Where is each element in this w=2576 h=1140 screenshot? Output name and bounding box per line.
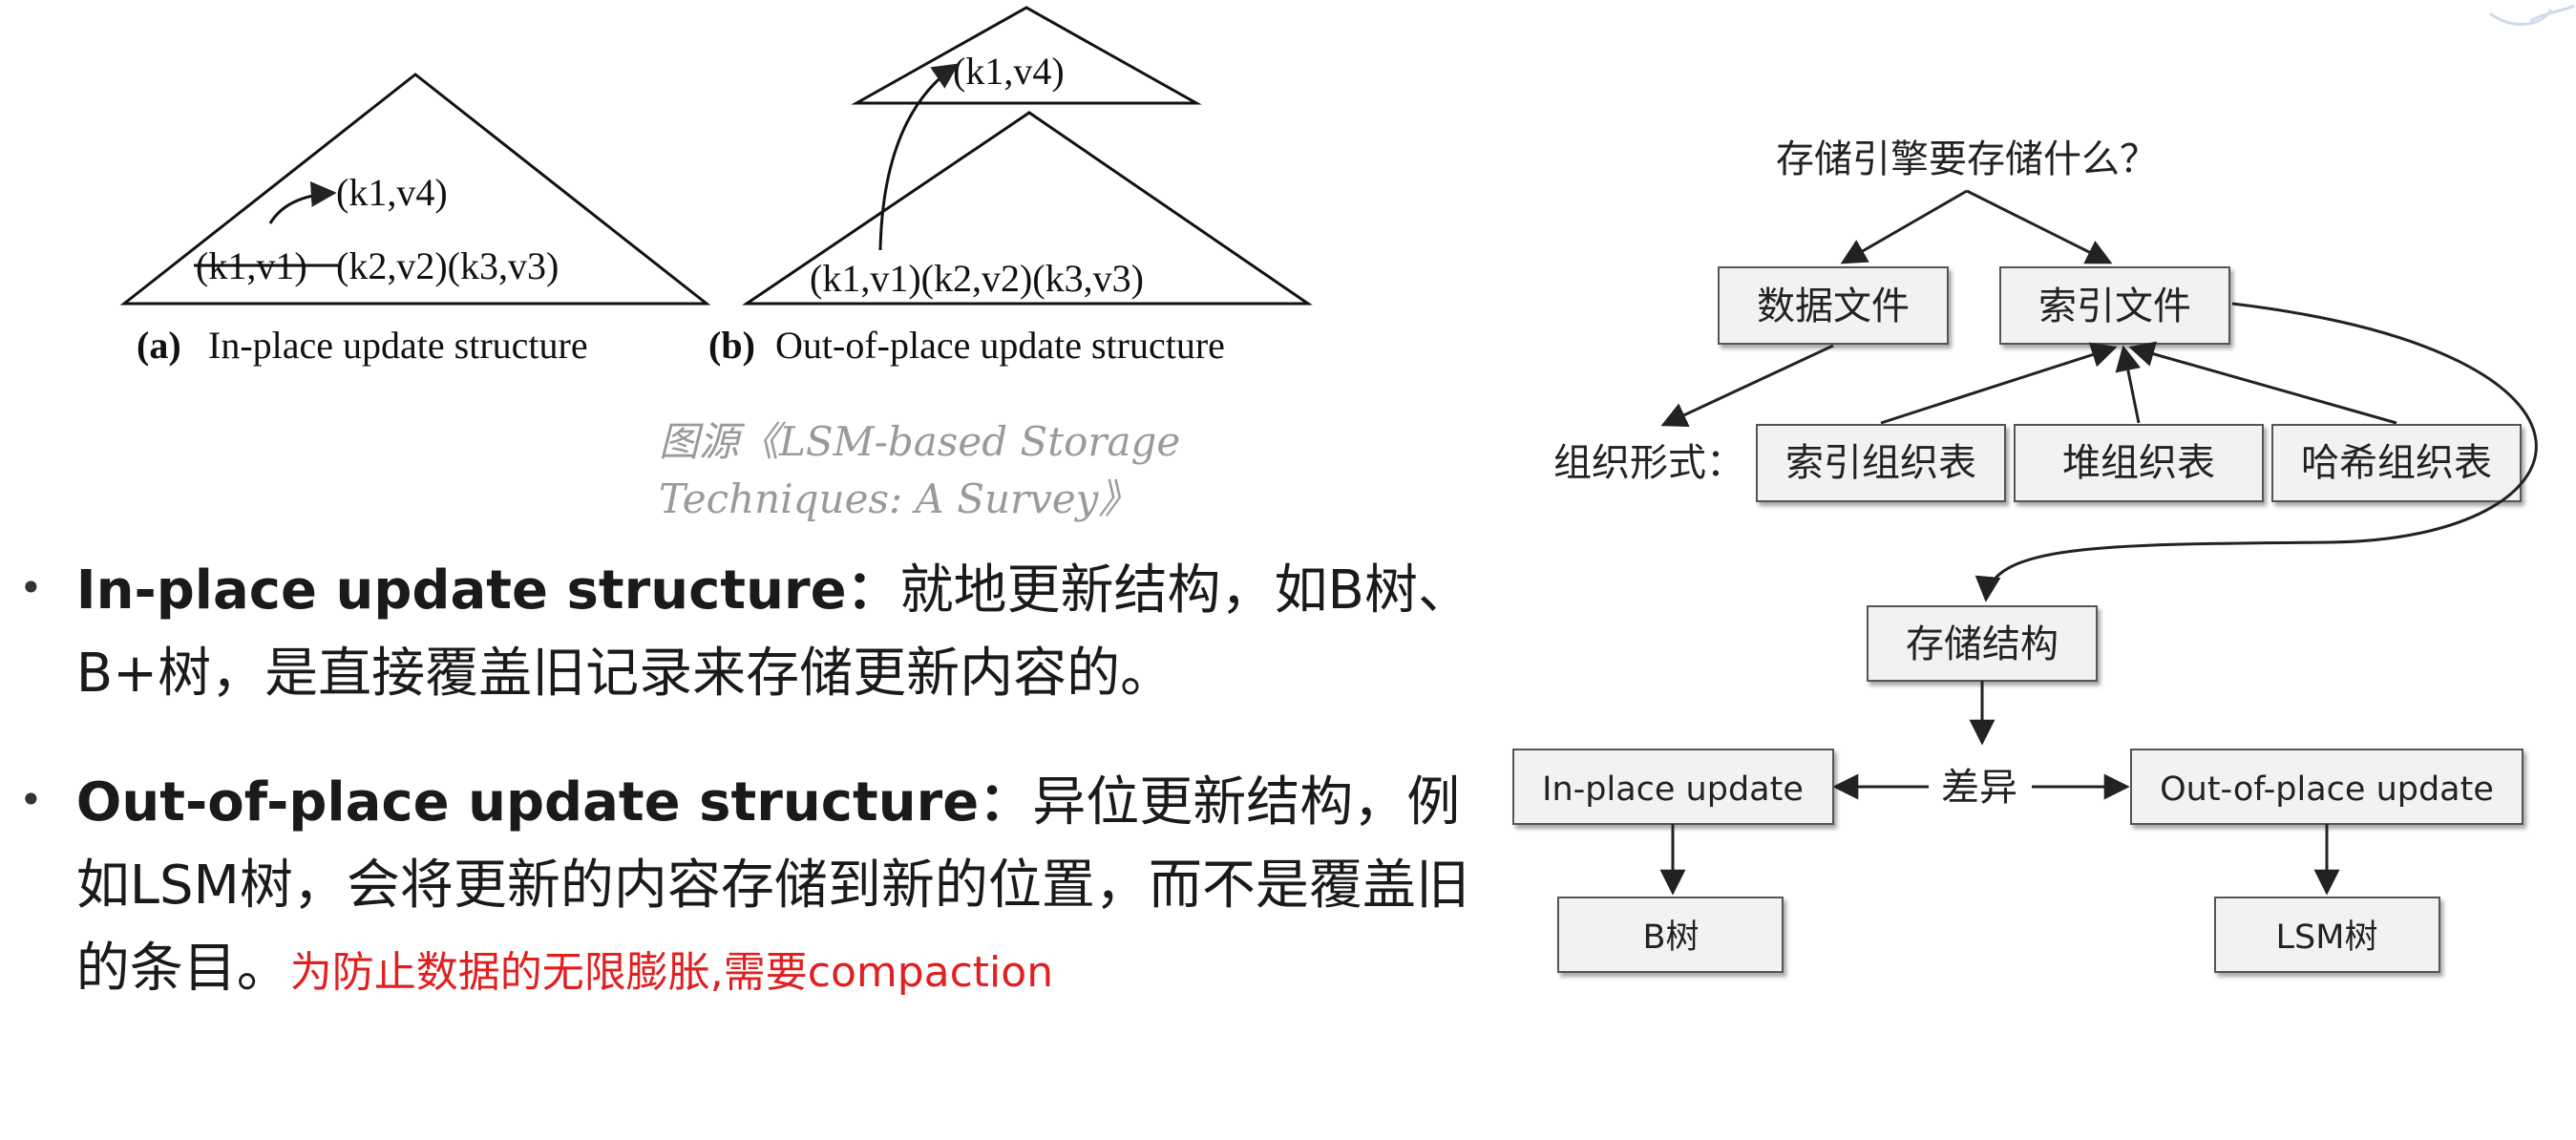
tree-b-triangle [742, 111, 1313, 306]
org-label-index: 索引组织表 [1785, 441, 1976, 485]
storage-structure-label: 存储结构 [1906, 623, 2059, 666]
arrow-hash-org-to-index [2128, 341, 2397, 425]
btree-label: B树 [1642, 918, 1699, 957]
arrow-to-org-form [1660, 344, 1834, 427]
bullet-body: 异位更新结构，例如LSM树，会将更新的内容存储到新的位置，而不是覆盖旧的条目。 [75, 771, 1469, 1000]
org-form-label: 组织形式： [1553, 441, 1744, 485]
decorative-doodle-2 [2529, 4, 2575, 23]
org-box-hash [2271, 424, 2522, 502]
tree-b-top-pair: (k1,v4) [953, 50, 1065, 93]
bullet-text: Out-of-place update structure：异位更新结构，例如L… [76, 761, 1474, 1014]
index-file-box [1999, 266, 2230, 345]
tree-a-caption-tag: (a) [137, 324, 181, 367]
bullet-out-of-place: • Out-of-place update structure：异位更新结构，例… [13, 761, 1474, 1014]
data-file-box [1718, 266, 1949, 345]
bullet-dot: • [19, 564, 43, 611]
bullet-dot: • [19, 776, 43, 823]
org-box-index [1756, 424, 2006, 502]
data-file-label: 数据文件 [1757, 285, 1910, 328]
tree-b-update-arrow [878, 63, 960, 251]
bullet-title: In-place update structure： [75, 559, 900, 622]
btree-box [1557, 897, 1784, 973]
bullet-body: 就地更新结构，如B树、B+树，是直接覆盖旧记录来存储更新内容的。 [75, 559, 1471, 705]
bullet-text: In-place update structure：就地更新结构，如B树、B+树… [76, 549, 1474, 715]
tree-a-pairs: (k2,v2)(k3,v3) [336, 244, 559, 287]
tree-b-top-triangle [851, 6, 1202, 105]
in-place-label: In-place update [1542, 771, 1804, 809]
bullet-in-place: • In-place update structure：就地更新结构，如B树、B… [13, 549, 1474, 715]
arrow-index-to-storage [1974, 302, 2538, 602]
arrow-to-data-file [1840, 189, 1968, 264]
storage-structure-box [1867, 605, 2098, 682]
bullet-list: • In-place update structure：就地更新结构，如B树、B… [13, 549, 1474, 1060]
tree-b-caption-tag: (b) [708, 324, 755, 367]
figure-source-line2: Techniques: A Survey》 [659, 475, 1138, 522]
out-of-place-box [2130, 749, 2523, 825]
org-label-heap: 堆组织表 [2062, 441, 2215, 485]
lsm-label: LSM树 [2276, 918, 2378, 957]
index-file-label: 索引文件 [2038, 285, 2191, 328]
arrow-heap-org-to-index [2115, 345, 2142, 424]
difference-label: 差异 [1941, 766, 2017, 810]
tree-a-new-pair: (k1,v4) [336, 171, 448, 214]
org-box-heap [2014, 424, 2264, 502]
lsm-box [2214, 897, 2440, 973]
tree-b: (k1,v4) (k1,v1)(k2,v2)(k3,v3) (b) Out-of… [708, 6, 1313, 367]
tree-b-caption: Out-of-place update structure [775, 324, 1225, 367]
tree-a-triangle [119, 73, 711, 306]
arrow-index-org-to-index [1880, 342, 2118, 425]
org-label-hash: 哈希组织表 [2301, 441, 2492, 485]
out-of-place-label: Out-of-place update [2160, 771, 2494, 809]
compaction-note: 为防止数据的无限膨胀,需要compaction [289, 948, 1054, 997]
tree-a: (k1,v1) (k2,v2)(k3,v3) (k1,v4) (a) In-pl… [119, 73, 711, 367]
figure-source-line1: 图源《LSM-based Storage [659, 418, 1180, 465]
in-place-box [1512, 749, 1834, 825]
arrow-to-index-file [1966, 189, 2113, 264]
storage-mindmap: 存储引擎要存储什么？ 数据文件 索引文件 组织形式： 索引组织表 堆组织表 哈希… [1512, 137, 2538, 973]
tree-b-pairs: (k1,v1)(k2,v2)(k3,v3) [810, 257, 1144, 300]
mindmap-question: 存储引擎要存储什么？ [1776, 137, 2158, 181]
bullet-title: Out-of-place update structure： [75, 771, 1033, 834]
tree-a-update-arrow [268, 180, 337, 224]
tree-a-caption: In-place update structure [208, 324, 588, 367]
